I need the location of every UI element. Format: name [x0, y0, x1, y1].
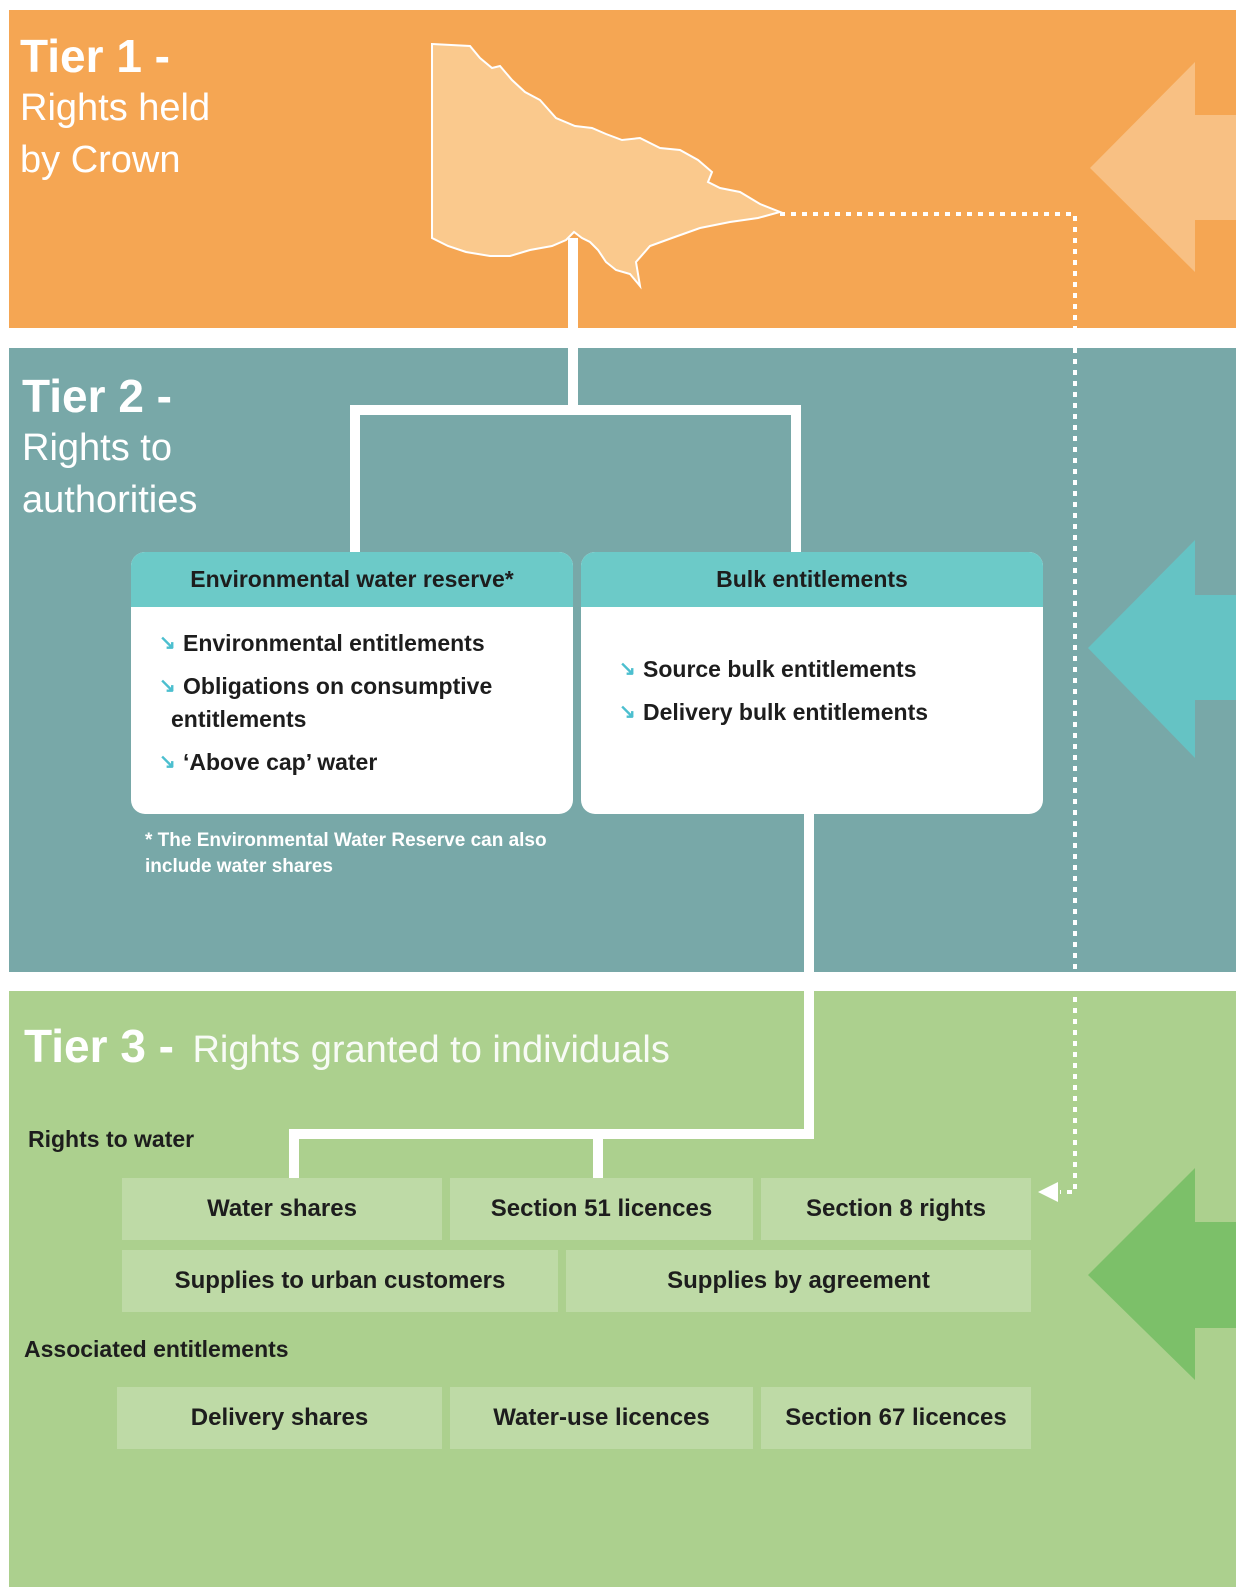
arrow-bullet-icon: ↘ [159, 675, 176, 697]
tier1-heading: Tier 1 - [20, 30, 170, 82]
env-reserve-title: Environmental water reserve* [131, 552, 573, 607]
water-use-licences-box: Water-use licences [450, 1387, 753, 1449]
list-item: ↘Source bulk entitlements [619, 653, 1043, 686]
tier3-heading: Tier 3 - [24, 1020, 174, 1072]
tier1-subtitle-line1: Rights held [20, 87, 211, 129]
dotted-connector [780, 212, 1077, 1194]
water-shares-box: Water shares [122, 1178, 442, 1240]
delivery-shares-box: Delivery shares [117, 1387, 442, 1449]
arrow-bullet-icon: ↘ [619, 701, 636, 723]
arrow-bullet-icon: ↘ [159, 751, 176, 773]
connector-lines [289, 238, 814, 1178]
tier3-band [9, 991, 1236, 1587]
env-reserve-list: ↘Environmental entitlements ↘Obligations… [131, 607, 573, 779]
urban-supplies-box: Supplies to urban customers [122, 1250, 558, 1312]
bulk-entitlements-title: Bulk entitlements [581, 552, 1043, 607]
section-67-licences-box: Section 67 licences [761, 1387, 1031, 1449]
tier2-heading: Tier 2 - [22, 370, 172, 422]
rights-to-water-label: Rights to water [28, 1126, 195, 1152]
list-item: ↘Obligations on consumptive [159, 670, 573, 703]
tier1-arrow-icon [1090, 62, 1236, 272]
tier3-title: Tier 3 - Rights granted to individuals [24, 1018, 670, 1078]
list-item: ↘Environmental entitlements [159, 627, 573, 660]
victoria-map-icon [431, 42, 784, 290]
supplies-by-agreement-box: Supplies by agreement [566, 1250, 1031, 1312]
tier3-subtitle: Rights granted to individuals [192, 1029, 670, 1071]
tier3-arrow-icon [1088, 1168, 1236, 1380]
section-8-rights-box: Section 8 rights [761, 1178, 1031, 1240]
list-item: ↘Delivery bulk entitlements [619, 696, 1043, 729]
section-51-licences-box: Section 51 licences [450, 1178, 753, 1240]
list-item-continuation: entitlements [171, 706, 307, 732]
tier2-subtitle-line2: authorities [22, 479, 198, 521]
env-reserve-panel: Environmental water reserve* ↘Environmen… [131, 552, 573, 814]
dotted-arrowhead-icon [1038, 1182, 1058, 1202]
tier1-title: Tier 1 - Rights held by Crown [20, 30, 210, 186]
bulk-entitlements-list: ↘Source bulk entitlements ↘Delivery bulk… [581, 607, 1043, 729]
arrow-bullet-icon: ↘ [619, 658, 636, 680]
tier2-arrow-icon [1088, 540, 1236, 758]
bulk-entitlements-panel: Bulk entitlements ↘Source bulk entitleme… [581, 552, 1043, 814]
env-reserve-footnote: * The Environmental Water Reserve can al… [145, 830, 547, 877]
associated-entitlements-label: Associated entitlements [24, 1336, 289, 1362]
tier2-title: Tier 2 - Rights to authorities [22, 370, 197, 526]
list-item: ↘‘Above cap’ water [159, 746, 573, 779]
tier1-subtitle-line2: by Crown [20, 139, 181, 181]
tier2-subtitle-line1: Rights to [22, 427, 172, 469]
arrow-bullet-icon: ↘ [159, 632, 176, 654]
